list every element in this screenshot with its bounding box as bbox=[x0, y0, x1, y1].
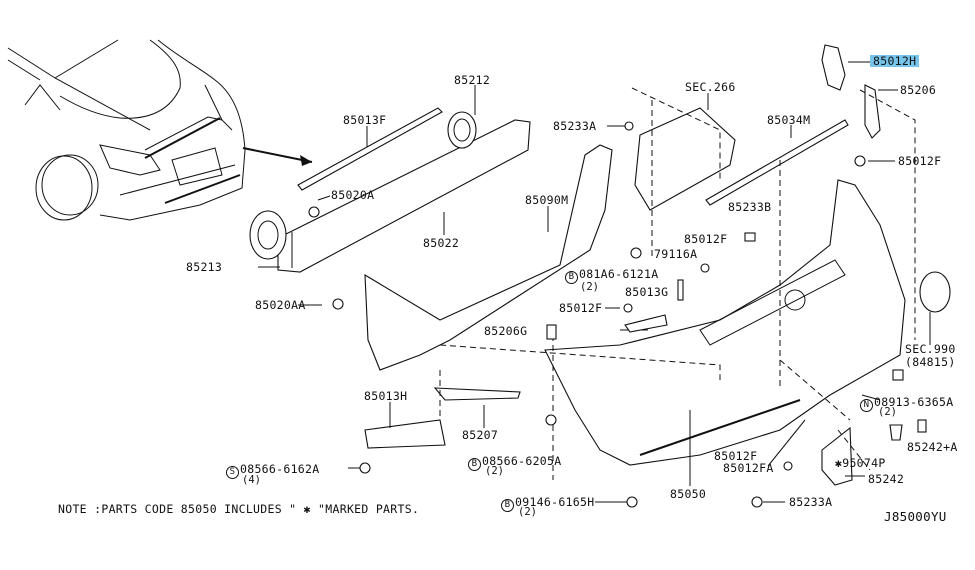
parts-note: NOTE :PARTS CODE 85050 INCLUDES " ✱ "MAR… bbox=[58, 502, 420, 516]
label-85034M[interactable]: 85034M bbox=[767, 113, 811, 127]
label-85212[interactable]: 85212 bbox=[454, 73, 491, 87]
clip-85206G bbox=[546, 324, 557, 340]
label-85012F-mid[interactable]: 85012F bbox=[684, 232, 728, 246]
qty-09146: (2) bbox=[518, 506, 537, 518]
part-85013F bbox=[297, 107, 443, 191]
part-85022 bbox=[277, 119, 531, 273]
label-text: 09146-6165H bbox=[515, 495, 595, 509]
part-85207 bbox=[433, 387, 521, 401]
part-85206 bbox=[864, 84, 881, 139]
qty-08913: (2) bbox=[878, 406, 897, 418]
label-85012H[interactable]: 85012H bbox=[870, 55, 920, 67]
part-95074P bbox=[889, 424, 903, 441]
part-85012H bbox=[821, 44, 846, 91]
bolt-85233A-top bbox=[624, 121, 634, 131]
label-79116A[interactable]: 79116A bbox=[654, 247, 698, 261]
leader-lines bbox=[258, 61, 931, 503]
label-sec990[interactable]: SEC.990 bbox=[905, 342, 956, 356]
label-85020AA[interactable]: 85020AA bbox=[255, 298, 306, 312]
guide-lines bbox=[439, 87, 916, 480]
part-85242 bbox=[821, 426, 853, 486]
bolt-081A6 bbox=[630, 247, 642, 259]
label-85233A-bottom[interactable]: 85233A bbox=[789, 495, 833, 509]
label-85207[interactable]: 85207 bbox=[462, 428, 499, 442]
part-85034M bbox=[705, 119, 849, 206]
qty-081A6: (2) bbox=[580, 281, 599, 293]
label-sec266[interactable]: SEC.266 bbox=[685, 80, 736, 94]
bolt-85020AA bbox=[332, 298, 344, 310]
label-85020A[interactable]: 85020A bbox=[331, 188, 375, 202]
bolt-08566-6205A bbox=[545, 414, 557, 426]
label-85206[interactable]: 85206 bbox=[900, 83, 937, 97]
label-95074P[interactable]: ✱95074P bbox=[835, 456, 886, 470]
part-85213 bbox=[249, 210, 287, 260]
part-85013H bbox=[364, 419, 446, 449]
nut-n-icon: N bbox=[860, 399, 873, 412]
label-85242[interactable]: 85242 bbox=[868, 472, 905, 486]
bolt-b-icon: B bbox=[468, 458, 481, 471]
label-85013G[interactable]: 85013G bbox=[625, 285, 669, 299]
bolt-b-icon: B bbox=[501, 499, 514, 512]
label-85022[interactable]: 85022 bbox=[423, 236, 460, 250]
bolt-09146 bbox=[626, 496, 638, 508]
part-85050 bbox=[544, 179, 906, 466]
clip-85012F-mid bbox=[700, 263, 710, 273]
part-85013G bbox=[624, 314, 668, 333]
label-text: 081A6-6121A bbox=[579, 267, 659, 281]
label-text: 08913-6365A bbox=[874, 395, 954, 409]
label-text: 08566-6205A bbox=[482, 454, 562, 468]
clip-85012F-left bbox=[623, 303, 633, 313]
nut-08913 bbox=[892, 369, 904, 381]
label-85050[interactable]: 85050 bbox=[670, 487, 707, 501]
diagram-ref-code: J85000YU bbox=[884, 509, 947, 524]
nut-85233B bbox=[744, 232, 756, 242]
bolt-b-icon: B bbox=[565, 271, 578, 284]
label-85012F-right[interactable]: 85012F bbox=[898, 154, 942, 168]
label-85012FA[interactable]: 85012FA bbox=[723, 461, 774, 475]
label-text: 08566-6162A bbox=[240, 462, 320, 476]
stud-79116A bbox=[677, 279, 684, 301]
car-illustration bbox=[7, 39, 313, 221]
part-85090M bbox=[364, 144, 613, 371]
label-85233B[interactable]: 85233B bbox=[728, 200, 772, 214]
part-85242A bbox=[917, 419, 927, 433]
fasteners bbox=[308, 121, 927, 508]
label-85090M[interactable]: 85090M bbox=[525, 193, 569, 207]
clip-85012F-right bbox=[854, 155, 866, 167]
label-85213[interactable]: 85213 bbox=[186, 260, 223, 274]
qty-08566-6162A: (4) bbox=[242, 474, 261, 486]
part-sec266 bbox=[634, 107, 736, 211]
label-85012F-left[interactable]: 85012F bbox=[559, 301, 603, 315]
screw-08566-6162A bbox=[359, 462, 371, 474]
qty-08566-6205A: (2) bbox=[485, 465, 504, 477]
label-85013F[interactable]: 85013F bbox=[343, 113, 387, 127]
label-85012F-bottom[interactable]: 85012F bbox=[714, 449, 758, 463]
label-85233A-top[interactable]: 85233A bbox=[553, 119, 597, 133]
label-85013H[interactable]: 85013H bbox=[364, 389, 408, 403]
label-sec990-sub: (84815) bbox=[905, 355, 956, 369]
label-85242A[interactable]: 85242+A bbox=[907, 440, 958, 454]
bolt-85233A-bottom bbox=[751, 496, 763, 508]
screw-s-icon: S bbox=[226, 466, 239, 479]
clip-85012F-bottom bbox=[783, 461, 793, 471]
part-sec990 bbox=[919, 271, 951, 313]
bolt-85020A bbox=[308, 206, 320, 218]
label-85206G[interactable]: 85206G bbox=[484, 324, 528, 338]
part-85212 bbox=[447, 111, 477, 149]
